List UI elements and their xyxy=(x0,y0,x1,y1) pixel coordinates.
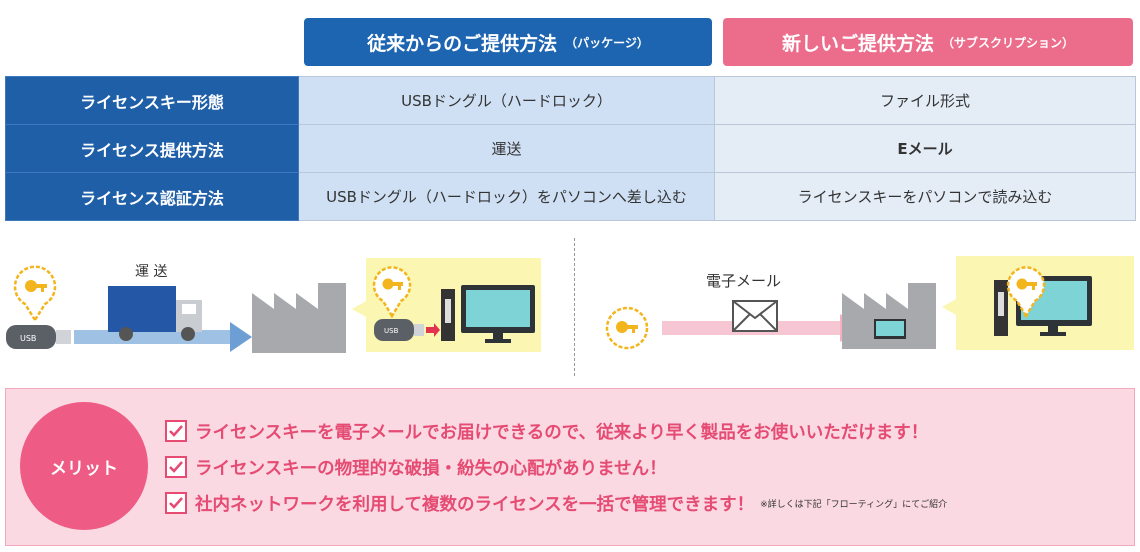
key-icon xyxy=(616,321,638,333)
header-new-title: 新しいご提供方法 xyxy=(781,32,934,55)
merit-text: ライセンスキーを電子メールでお届けできるので、従来より早く製品をお使いいただけま… xyxy=(195,422,929,443)
bubble-tail xyxy=(352,300,368,318)
merit-item: 社内ネットワークを利用して複数のライセンスを一括で管理できます！ ※詳しくは下記… xyxy=(165,489,947,517)
merits-panel xyxy=(5,388,1135,546)
row-header: ライセンス提供方法 xyxy=(5,124,299,173)
table-row: ライセンス提供方法 運送 Eメール xyxy=(5,124,1136,173)
checkbox-icon xyxy=(165,420,187,442)
checkbox-icon xyxy=(165,456,187,478)
row-header: ライセンスキー形態 xyxy=(5,76,299,125)
cell-new: ファイル形式 xyxy=(714,76,1136,125)
section-divider xyxy=(574,238,575,376)
table-row: ライセンス認証方法 USBドングル（ハードロック）をパソコンへ差し込む ライセン… xyxy=(5,172,1136,221)
envelope-icon xyxy=(732,300,778,332)
factory-icon xyxy=(842,283,936,349)
key-pin-icon xyxy=(372,266,412,318)
computer-icon xyxy=(441,285,535,343)
header-traditional-title: 従来からのご提供方法 xyxy=(367,32,558,55)
key-circle-icon xyxy=(605,306,649,350)
cell-traditional: USBドングル（ハードロック） xyxy=(298,76,715,125)
comparison-table: ライセンスキー形態 USBドングル（ハードロック） ファイル形式 ライセンス提供… xyxy=(5,76,1136,221)
row-header: ライセンス認証方法 xyxy=(5,172,299,221)
merit-item: ライセンスキーを電子メールでお届けできるので、従来より早く製品をお使いいただけま… xyxy=(165,417,928,445)
merit-note: ※詳しくは下記「フローティング」にてご紹介 xyxy=(760,499,948,510)
key-pin-icon xyxy=(13,265,57,322)
cell-traditional: USBドングル（ハードロック）をパソコンへ差し込む xyxy=(298,172,715,221)
header-new-sub: （サブスクリプション） xyxy=(942,35,1075,50)
header-new-method: 新しいご提供方法 （サブスクリプション） xyxy=(723,18,1133,66)
usb-text-left: USB xyxy=(20,334,36,343)
merit-text: 社内ネットワークを利用して複数のライセンスを一括で管理できます！ xyxy=(195,494,755,515)
factory-icon xyxy=(252,283,346,353)
usb-dongle-icon: USB xyxy=(374,319,440,341)
usb-text-right: USB xyxy=(384,327,399,335)
key-icon xyxy=(25,280,47,292)
header-traditional-sub: （パッケージ） xyxy=(565,35,649,50)
key-pin-icon xyxy=(1006,266,1046,318)
merits-badge-label: メリット xyxy=(50,458,118,479)
truck-icon xyxy=(108,286,202,341)
merit-item: ライセンスキーの物理的な破損・紛失の心配がありません！ xyxy=(165,453,667,481)
key-icon xyxy=(1016,278,1037,290)
label-shipping: 運 送 xyxy=(135,264,168,280)
merit-text: ライセンスキーの物理的な破損・紛失の心配がありません！ xyxy=(195,458,667,479)
merits-badge: メリット xyxy=(20,402,148,530)
cell-traditional: 運送 xyxy=(298,124,715,173)
usb-dongle-icon: USB xyxy=(6,325,71,349)
label-email: 電子メール xyxy=(706,272,782,290)
cell-new: ライセンスキーをパソコンで読み込む xyxy=(714,172,1136,221)
table-row: ライセンスキー形態 USBドングル（ハードロック） ファイル形式 xyxy=(5,76,1136,125)
checkbox-icon xyxy=(165,492,187,514)
key-icon xyxy=(382,278,403,290)
bubble-tail xyxy=(942,298,958,316)
header-traditional-method: 従来からのご提供方法 （パッケージ） xyxy=(304,18,712,66)
cell-new: Eメール xyxy=(714,124,1136,173)
